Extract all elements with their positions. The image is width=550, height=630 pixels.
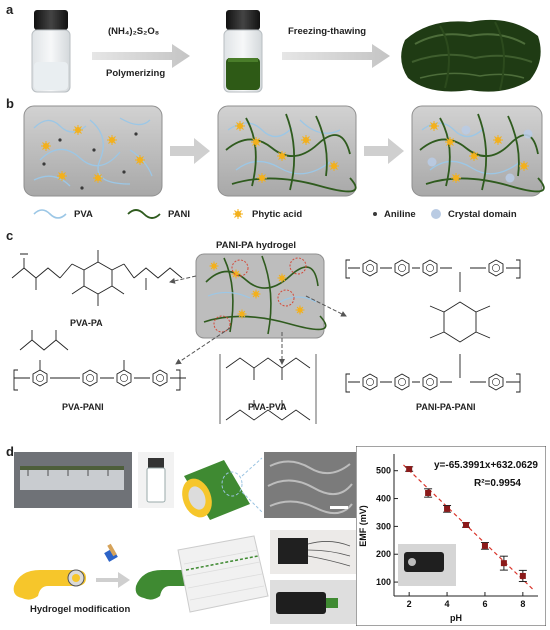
fit-equation: y=-65.3991x+632.0629 — [434, 460, 538, 471]
x-tick-label: 8 — [520, 599, 525, 609]
hydrogel-modification-label: Hydrogel modification — [30, 604, 131, 615]
legend-crystal-domain: Crystal domain — [448, 209, 517, 220]
inset-device-photo — [398, 544, 456, 586]
wave-light-blue-icon — [33, 209, 67, 219]
data-point — [406, 466, 413, 473]
pva-pva-structure — [219, 354, 317, 424]
pani-pa-pani-structure — [345, 259, 521, 393]
structure-label-pva-pva: PVA-PVA — [248, 402, 287, 412]
sem-image — [264, 452, 356, 518]
panel-letter-d: d — [6, 444, 14, 459]
arrow-right-icon — [96, 572, 130, 588]
panel-d-illustrations — [13, 452, 356, 624]
vial-photo — [138, 452, 174, 508]
data-point — [500, 560, 507, 567]
panel-a-illustration — [31, 10, 541, 93]
panel-letter-b: b — [6, 96, 14, 111]
arrow-right-icon — [282, 44, 390, 68]
y-tick-label: 300 — [376, 521, 391, 531]
reagent-label: (NH₄)₂S₂O₈ — [108, 26, 160, 37]
arrow-right-icon — [170, 138, 210, 164]
legend-aniline: Aniline — [384, 209, 416, 220]
hydrogel-film-icon — [401, 19, 541, 92]
textile-sensor-icon — [177, 535, 269, 613]
green-vial-icon — [223, 10, 263, 93]
ruler-photo — [14, 452, 132, 508]
emf-ph-chart: 100 200 300 400 500 2 4 6 8 y=-65.3991x+632.0629… — [356, 446, 546, 626]
yellow-electrode-icon — [13, 569, 87, 600]
device-photo-2 — [270, 580, 356, 624]
structure-label-pva-pani: PVA-PANI — [62, 402, 104, 412]
x-tick-label: 4 — [445, 599, 450, 609]
x-tick-label: 2 — [407, 599, 412, 609]
device-photo-1 — [270, 530, 356, 574]
data-point — [481, 542, 488, 549]
legend-phytic-acid: Phytic acid — [252, 209, 303, 220]
y-tick-label: 200 — [376, 549, 391, 559]
y-tick-label: 400 — [376, 494, 391, 504]
data-point — [425, 489, 432, 496]
y-tick-label: 100 — [376, 577, 391, 587]
dot-dark-icon — [373, 212, 377, 216]
fit-r2: R²=0.9954 — [474, 478, 521, 489]
pani-pa-hydrogel-box — [195, 253, 327, 339]
wave-dark-green-icon — [127, 209, 161, 219]
data-point — [463, 522, 469, 528]
clear-vial-icon — [31, 10, 71, 93]
structure-label-pani-pa-pani: PANI-PA-PANI — [416, 402, 476, 412]
circle-light-blue-icon — [431, 209, 441, 219]
freezing-thawing-label: Freezing-thawing — [288, 26, 367, 37]
fit-line — [403, 464, 535, 591]
panel-c-structures — [11, 250, 521, 424]
mixture-box-2 — [217, 105, 357, 197]
pani-pa-hydrogel-title: PANI-PA hydrogel — [216, 240, 297, 251]
panel-letter-c: c — [6, 228, 14, 243]
panel-b-illustration — [23, 105, 545, 220]
legend-pani: PANI — [168, 209, 190, 220]
panel-letter-a: a — [6, 2, 14, 17]
x-tick-label: 6 — [482, 599, 487, 609]
structure-label-pva-pa: PVA-PA — [70, 318, 103, 328]
x-axis-label: pH — [450, 613, 462, 623]
paintbrush-icon — [104, 543, 118, 562]
data-point — [519, 572, 526, 579]
arrow-right-icon — [92, 44, 190, 68]
arrow-right-icon — [364, 138, 404, 164]
polymerizing-label: Polymerizing — [106, 68, 166, 79]
mixture-box-1 — [23, 105, 163, 197]
pva-pani-structure — [13, 330, 186, 391]
y-axis-label: EMF (mV) — [358, 505, 368, 547]
coated-fiber-icon — [182, 457, 263, 520]
legend-pva: PVA — [74, 209, 93, 220]
star-burst-yellow-icon — [232, 208, 244, 220]
data-point — [444, 505, 451, 512]
y-tick-label: 500 — [376, 466, 391, 476]
pva-pa-structure — [11, 250, 183, 306]
mixture-box-3 — [411, 105, 545, 197]
